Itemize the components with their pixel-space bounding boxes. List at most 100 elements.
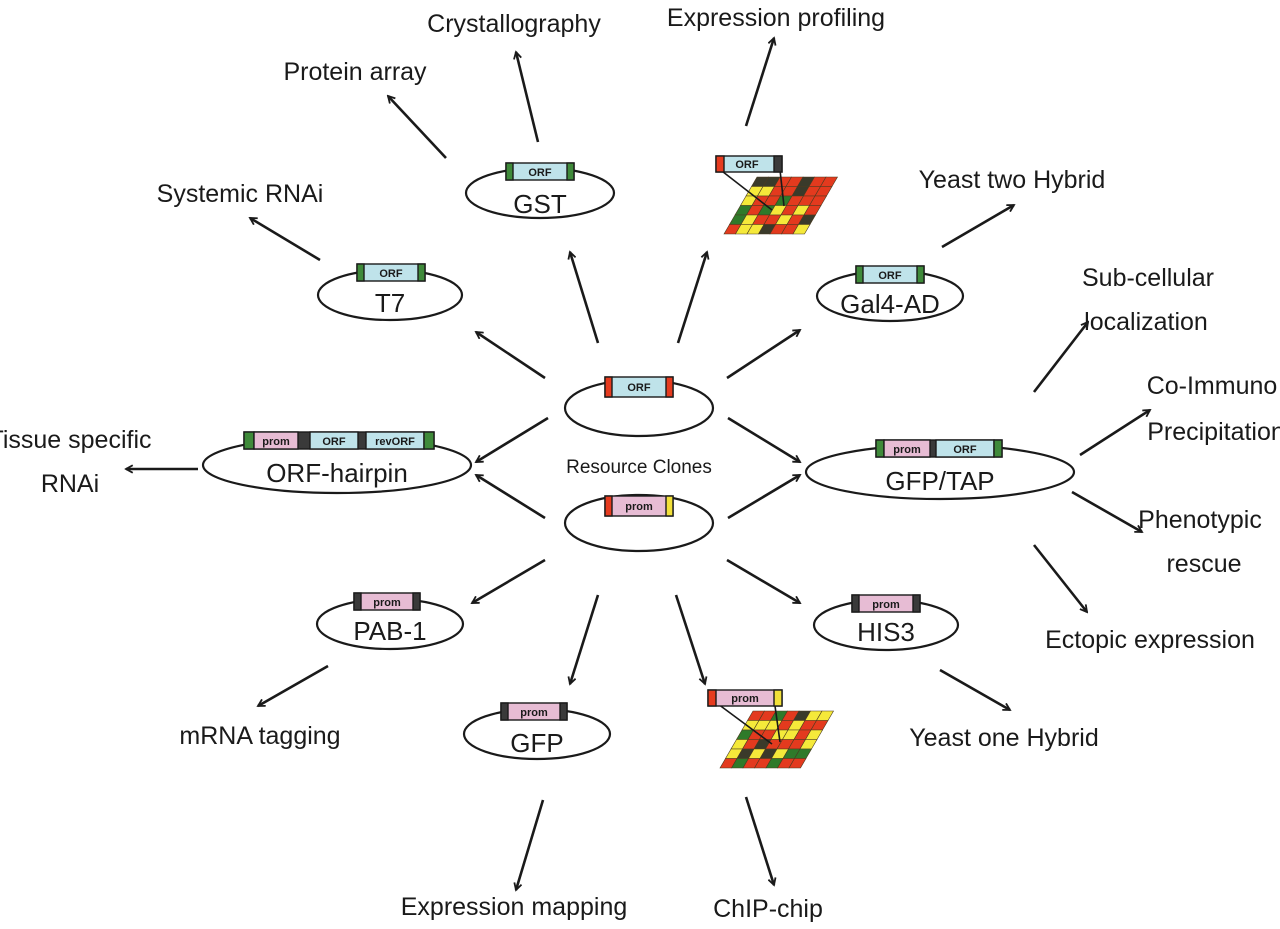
gal4-name: Gal4-AD: [840, 289, 940, 319]
gfp-insert-label: prom: [520, 707, 548, 719]
label-expression-mapping: Expression mapping: [401, 893, 628, 921]
label-systemic-rnai: Systemic RNAi: [157, 180, 324, 208]
gfptap-name: GFP/TAP: [885, 466, 994, 496]
arrow-center-to-gal4: [726, 328, 800, 380]
vector-end-cap: [353, 592, 362, 611]
center-prom-clone: prom: [563, 493, 715, 553]
t7-insert-label: ORF: [379, 268, 403, 280]
arrow-prom-to-hairpin: [476, 473, 546, 520]
arrow-gfp-to-expression-mapping: [516, 799, 545, 890]
hairpin-orf-label: ORF: [322, 436, 346, 448]
his3-name: HIS3: [857, 617, 915, 647]
label-tissue-line1: Tissue specific: [0, 426, 152, 454]
plasmid-his3: prom HIS3: [812, 594, 960, 652]
label-chip-chip: ChIP-chip: [713, 895, 823, 923]
vector-end-cap: [851, 594, 860, 613]
red-end-cap: [707, 689, 717, 707]
prom-insert-box: [253, 431, 299, 450]
plasmid-gal4-ad: ORF Gal4-AD: [815, 265, 965, 323]
center-orf-clone: ORF: [563, 376, 715, 438]
vector-end-cap: [356, 263, 365, 282]
arrow-gal4-to-yeast-two-hybrid: [941, 203, 1014, 249]
arrow-gst-to-protein-array: [388, 96, 447, 159]
arrow-gst-to-crystallography: [516, 52, 540, 143]
arrow-center-to-gfptap-top: [727, 416, 800, 464]
orf-insert-box: [309, 431, 359, 450]
label-subcellular-line1: Sub-cellular: [1082, 264, 1214, 292]
t7-name: T7: [375, 288, 405, 318]
orf-array-grid: [723, 176, 839, 235]
arrow-center-to-hairpin-top: [476, 416, 549, 464]
plasmid-pab-1: prom PAB-1: [315, 592, 465, 651]
hairpin-revorf-label: revORF: [375, 436, 415, 448]
center-orf-label: ORF: [627, 382, 651, 394]
label-yeast-one-hybrid: Yeast one Hybrid: [909, 724, 1098, 752]
arrow-gfptap-to-phenotypic: [1071, 490, 1142, 534]
pab1-name: PAB-1: [353, 616, 426, 646]
vector-end-cap: [500, 702, 509, 721]
arrow-his3-to-yeast-one-hybrid: [939, 668, 1010, 712]
hairpin-prom-label: prom: [262, 436, 290, 448]
label-expression-profiling: Expression profiling: [667, 4, 885, 32]
gal4-insert-label: ORF: [878, 270, 902, 282]
arrow-gfptap-to-ectopic: [1032, 544, 1087, 612]
vector-end-cap: [505, 162, 514, 181]
vector-end-cap: [559, 702, 568, 721]
vector-end-cap: [855, 265, 864, 284]
plasmid-t7: ORF T7: [316, 263, 464, 322]
prom-array: prom: [707, 689, 835, 769]
gfptap-orf-label: ORF: [953, 444, 977, 456]
gfptap-prom-label: prom: [893, 444, 921, 456]
arrow-t7-to-systemic-rnai: [250, 216, 321, 262]
arrow-center-to-gst: [570, 252, 600, 344]
vector-end-cap: [773, 155, 783, 173]
yellow-end-cap: [665, 495, 674, 517]
his3-insert-label: prom: [872, 599, 900, 611]
arrow-prom-to-pab1: [472, 558, 546, 605]
arrow-prom-array-to-chip-chip: [744, 796, 774, 885]
plasmid-gfp-tap: prom ORF GFP/TAP: [804, 439, 1076, 501]
plasmid-gfp: prom GFP: [462, 702, 612, 761]
vector-end-cap: [875, 439, 885, 458]
gst-insert-label: ORF: [528, 167, 552, 179]
red-end-cap: [665, 376, 674, 398]
vector-end-cap: [243, 431, 255, 450]
vector-end-cap: [993, 439, 1003, 458]
arrow-prom-to-gfp: [570, 594, 600, 684]
label-protein-array: Protein array: [283, 58, 427, 86]
arrows-group: [126, 38, 1150, 890]
array-cell: [788, 758, 807, 769]
arrow-pab1-to-mrna-tagging: [258, 664, 329, 708]
label-mrna-tagging: mRNA tagging: [179, 722, 340, 750]
vector-end-cap: [916, 265, 925, 284]
arrow-prom-to-gfptap: [727, 473, 800, 520]
label-phenotypic-line2: rescue: [1166, 550, 1241, 578]
array-pointer-line: [774, 705, 781, 743]
array-pointer-line: [779, 169, 785, 207]
label-coimmuno-line2: Precipitation: [1147, 418, 1280, 446]
arrow-center-to-orf-array: [676, 252, 707, 344]
label-crystallography: Crystallography: [427, 10, 601, 38]
arrow-center-to-t7: [476, 330, 546, 380]
label-yeast-two-hybrid: Yeast two Hybrid: [919, 166, 1106, 194]
plasmid-orf-hairpin: prom ORF revORF ORF-hairpin: [201, 431, 473, 495]
arrow-prom-to-his3: [726, 558, 800, 605]
label-coimmuno-line1: Co-Immuno: [1147, 372, 1278, 400]
red-end-cap: [604, 376, 613, 398]
yellow-end-cap: [773, 689, 783, 707]
gst-name: GST: [513, 189, 567, 219]
label-phenotypic-line1: Phenotypic: [1138, 506, 1262, 534]
label-tissue-line2: RNAi: [41, 470, 99, 498]
red-end-cap: [604, 495, 613, 517]
array-pointer-line: [717, 703, 773, 745]
pab1-insert-label: prom: [373, 597, 401, 609]
array-pointer-line: [717, 167, 773, 211]
red-end-cap: [715, 155, 725, 173]
vector-end-cap: [566, 162, 575, 181]
prom-array-grid: [719, 710, 835, 769]
hairpin-name: ORF-hairpin: [266, 458, 408, 488]
orf-array: ORF: [715, 155, 839, 235]
label-subcellular-line2: localization: [1084, 308, 1208, 336]
gfp-name: GFP: [510, 728, 563, 758]
